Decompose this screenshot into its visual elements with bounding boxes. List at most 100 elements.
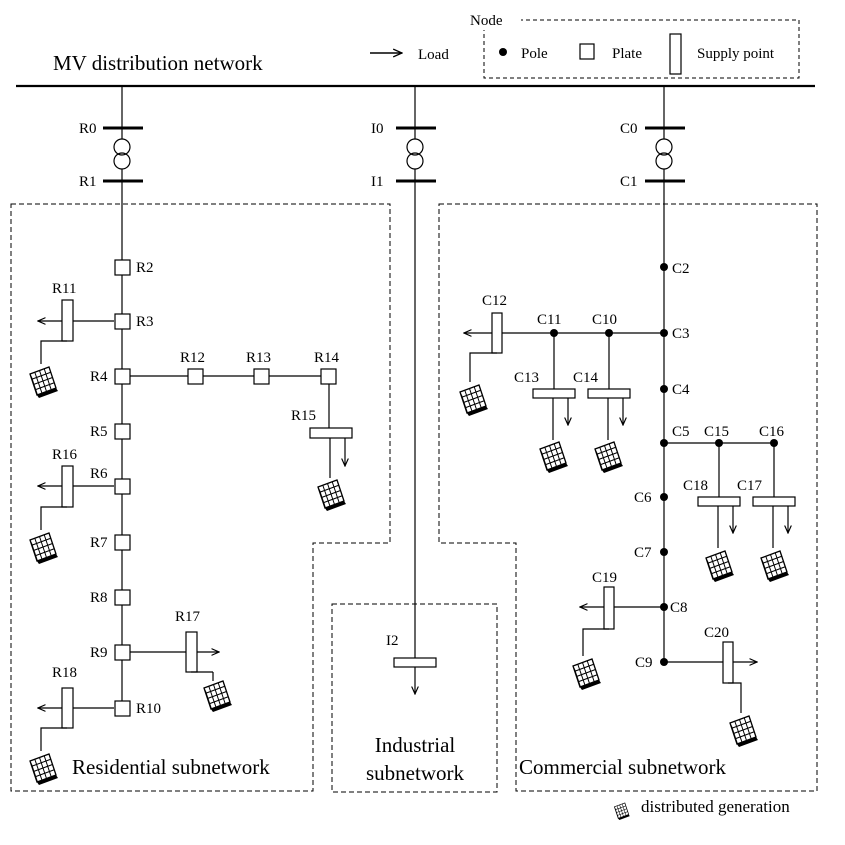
pole-C7 (660, 548, 668, 556)
industrial-subnetwork-label-line2: subnetwork (366, 761, 464, 785)
distributed-generation-C18-icon (705, 550, 735, 583)
plate-R2 (114, 259, 131, 276)
node-label-C9: C9 (635, 655, 653, 671)
node-label-R3: R3 (136, 314, 154, 330)
supply-point-R11 (61, 299, 74, 342)
pole-C5 (660, 439, 668, 447)
pole-C8 (660, 603, 668, 611)
distributed-generation-R15-icon (317, 479, 347, 512)
plate-R14 (320, 368, 337, 385)
residential-lines (73, 181, 330, 709)
node-label-C19: C19 (592, 570, 617, 586)
node-label-R12: R12 (180, 350, 205, 366)
node-label-I1: I1 (371, 174, 384, 190)
node-label-C2: C2 (672, 261, 690, 277)
legend-pole-icon (499, 48, 507, 56)
supply-point-C13 (532, 388, 576, 399)
plate-R12 (187, 368, 204, 385)
industrial-network: I2 (386, 181, 437, 694)
node-label-C4: C4 (672, 382, 690, 398)
node-label-R16: R16 (52, 447, 78, 463)
node-label-C12: C12 (482, 293, 507, 309)
plate-R7 (114, 534, 131, 551)
node-label-R18: R18 (52, 665, 77, 681)
transformer-residential: R0 R1 (79, 86, 143, 190)
legend: Node Pole Plate Supply point (465, 10, 800, 79)
supply-point-C19 (603, 586, 615, 630)
legend-load-label: Load (418, 47, 449, 63)
residential-subnetwork-label: Residential subnetwork (72, 755, 270, 779)
diagram-title: MV distribution network (53, 51, 263, 75)
legend-pole-label: Pole (521, 46, 548, 62)
pole-C15 (715, 439, 723, 447)
distributed-generation-C19-icon (572, 658, 602, 691)
node-label-C6: C6 (634, 490, 652, 506)
node-label-R11: R11 (52, 281, 76, 297)
node-label-R10: R10 (136, 701, 161, 717)
distributed-generation-R18-icon (29, 753, 59, 786)
plate-R6 (114, 478, 131, 495)
transformer-industrial: I0 I1 (371, 86, 436, 190)
distributed-generation-R17-icon (203, 680, 233, 713)
plate-R9 (114, 644, 131, 661)
plate-R4 (114, 368, 131, 385)
distributed-generation-R16-icon (29, 532, 59, 565)
node-label-R1: R1 (79, 174, 97, 190)
node-label-C20: C20 (704, 625, 729, 641)
legend-distributed-generation-icon (614, 802, 631, 821)
pole-C16 (770, 439, 778, 447)
pole-C3 (660, 329, 668, 337)
pole-C2 (660, 263, 668, 271)
pole-C10 (605, 329, 613, 337)
node-label-C5: C5 (672, 424, 690, 440)
node-label-C17: C17 (737, 478, 763, 494)
node-label-R8: R8 (90, 590, 108, 606)
node-label-R5: R5 (90, 424, 108, 440)
node-label-R13: R13 (246, 350, 271, 366)
plate-R5 (114, 423, 131, 440)
plate-R8 (114, 589, 131, 606)
node-label-R4: R4 (90, 369, 108, 385)
legend-title-backdrop (465, 10, 521, 30)
node-label-C11: C11 (537, 312, 561, 328)
legend-supply-point-icon (669, 33, 682, 75)
residential-plates (114, 259, 337, 717)
node-label-R15: R15 (291, 408, 316, 424)
node-label-R14: R14 (314, 350, 340, 366)
node-label-R7: R7 (90, 535, 108, 551)
node-label-C14: C14 (573, 370, 599, 386)
legend-plate-icon (579, 43, 595, 60)
node-label-C0: C0 (620, 121, 638, 137)
node-label-C1: C1 (620, 174, 638, 190)
node-label-C15: C15 (704, 424, 729, 440)
node-label-C13: C13 (514, 370, 539, 386)
residential-supply-points (29, 299, 353, 786)
supply-point-C14 (587, 388, 631, 399)
residential-subnetwork-boundary (10, 203, 391, 792)
plate-R3 (114, 313, 131, 330)
supply-point-R17 (185, 631, 198, 673)
distributed-generation-R11-icon (29, 366, 59, 399)
supply-point-R16 (61, 465, 74, 508)
node-label-R2: R2 (136, 260, 154, 276)
distributed-generation-C13-icon (539, 441, 569, 474)
node-label-C16: C16 (759, 424, 785, 440)
legend-box (483, 19, 800, 79)
node-label-C7: C7 (634, 545, 652, 561)
supply-point-C20 (722, 641, 734, 684)
node-label-R9: R9 (90, 645, 108, 661)
node-label-R17: R17 (175, 609, 201, 625)
transformer-commercial: C0 C1 (620, 86, 685, 190)
commercial-lines (500, 181, 775, 663)
legend-plate-label: Plate (612, 46, 642, 62)
commercial-poles (550, 263, 778, 666)
node-label-C8: C8 (670, 600, 688, 616)
node-label-C18: C18 (683, 478, 708, 494)
plate-R13 (253, 368, 270, 385)
commercial-subnetwork-boundary (438, 203, 818, 792)
node-label-I2: I2 (386, 633, 399, 649)
header: MV distribution network Load (16, 47, 815, 88)
node-label-I0: I0 (371, 121, 384, 137)
legend-supply-point-label: Supply point (697, 46, 775, 62)
